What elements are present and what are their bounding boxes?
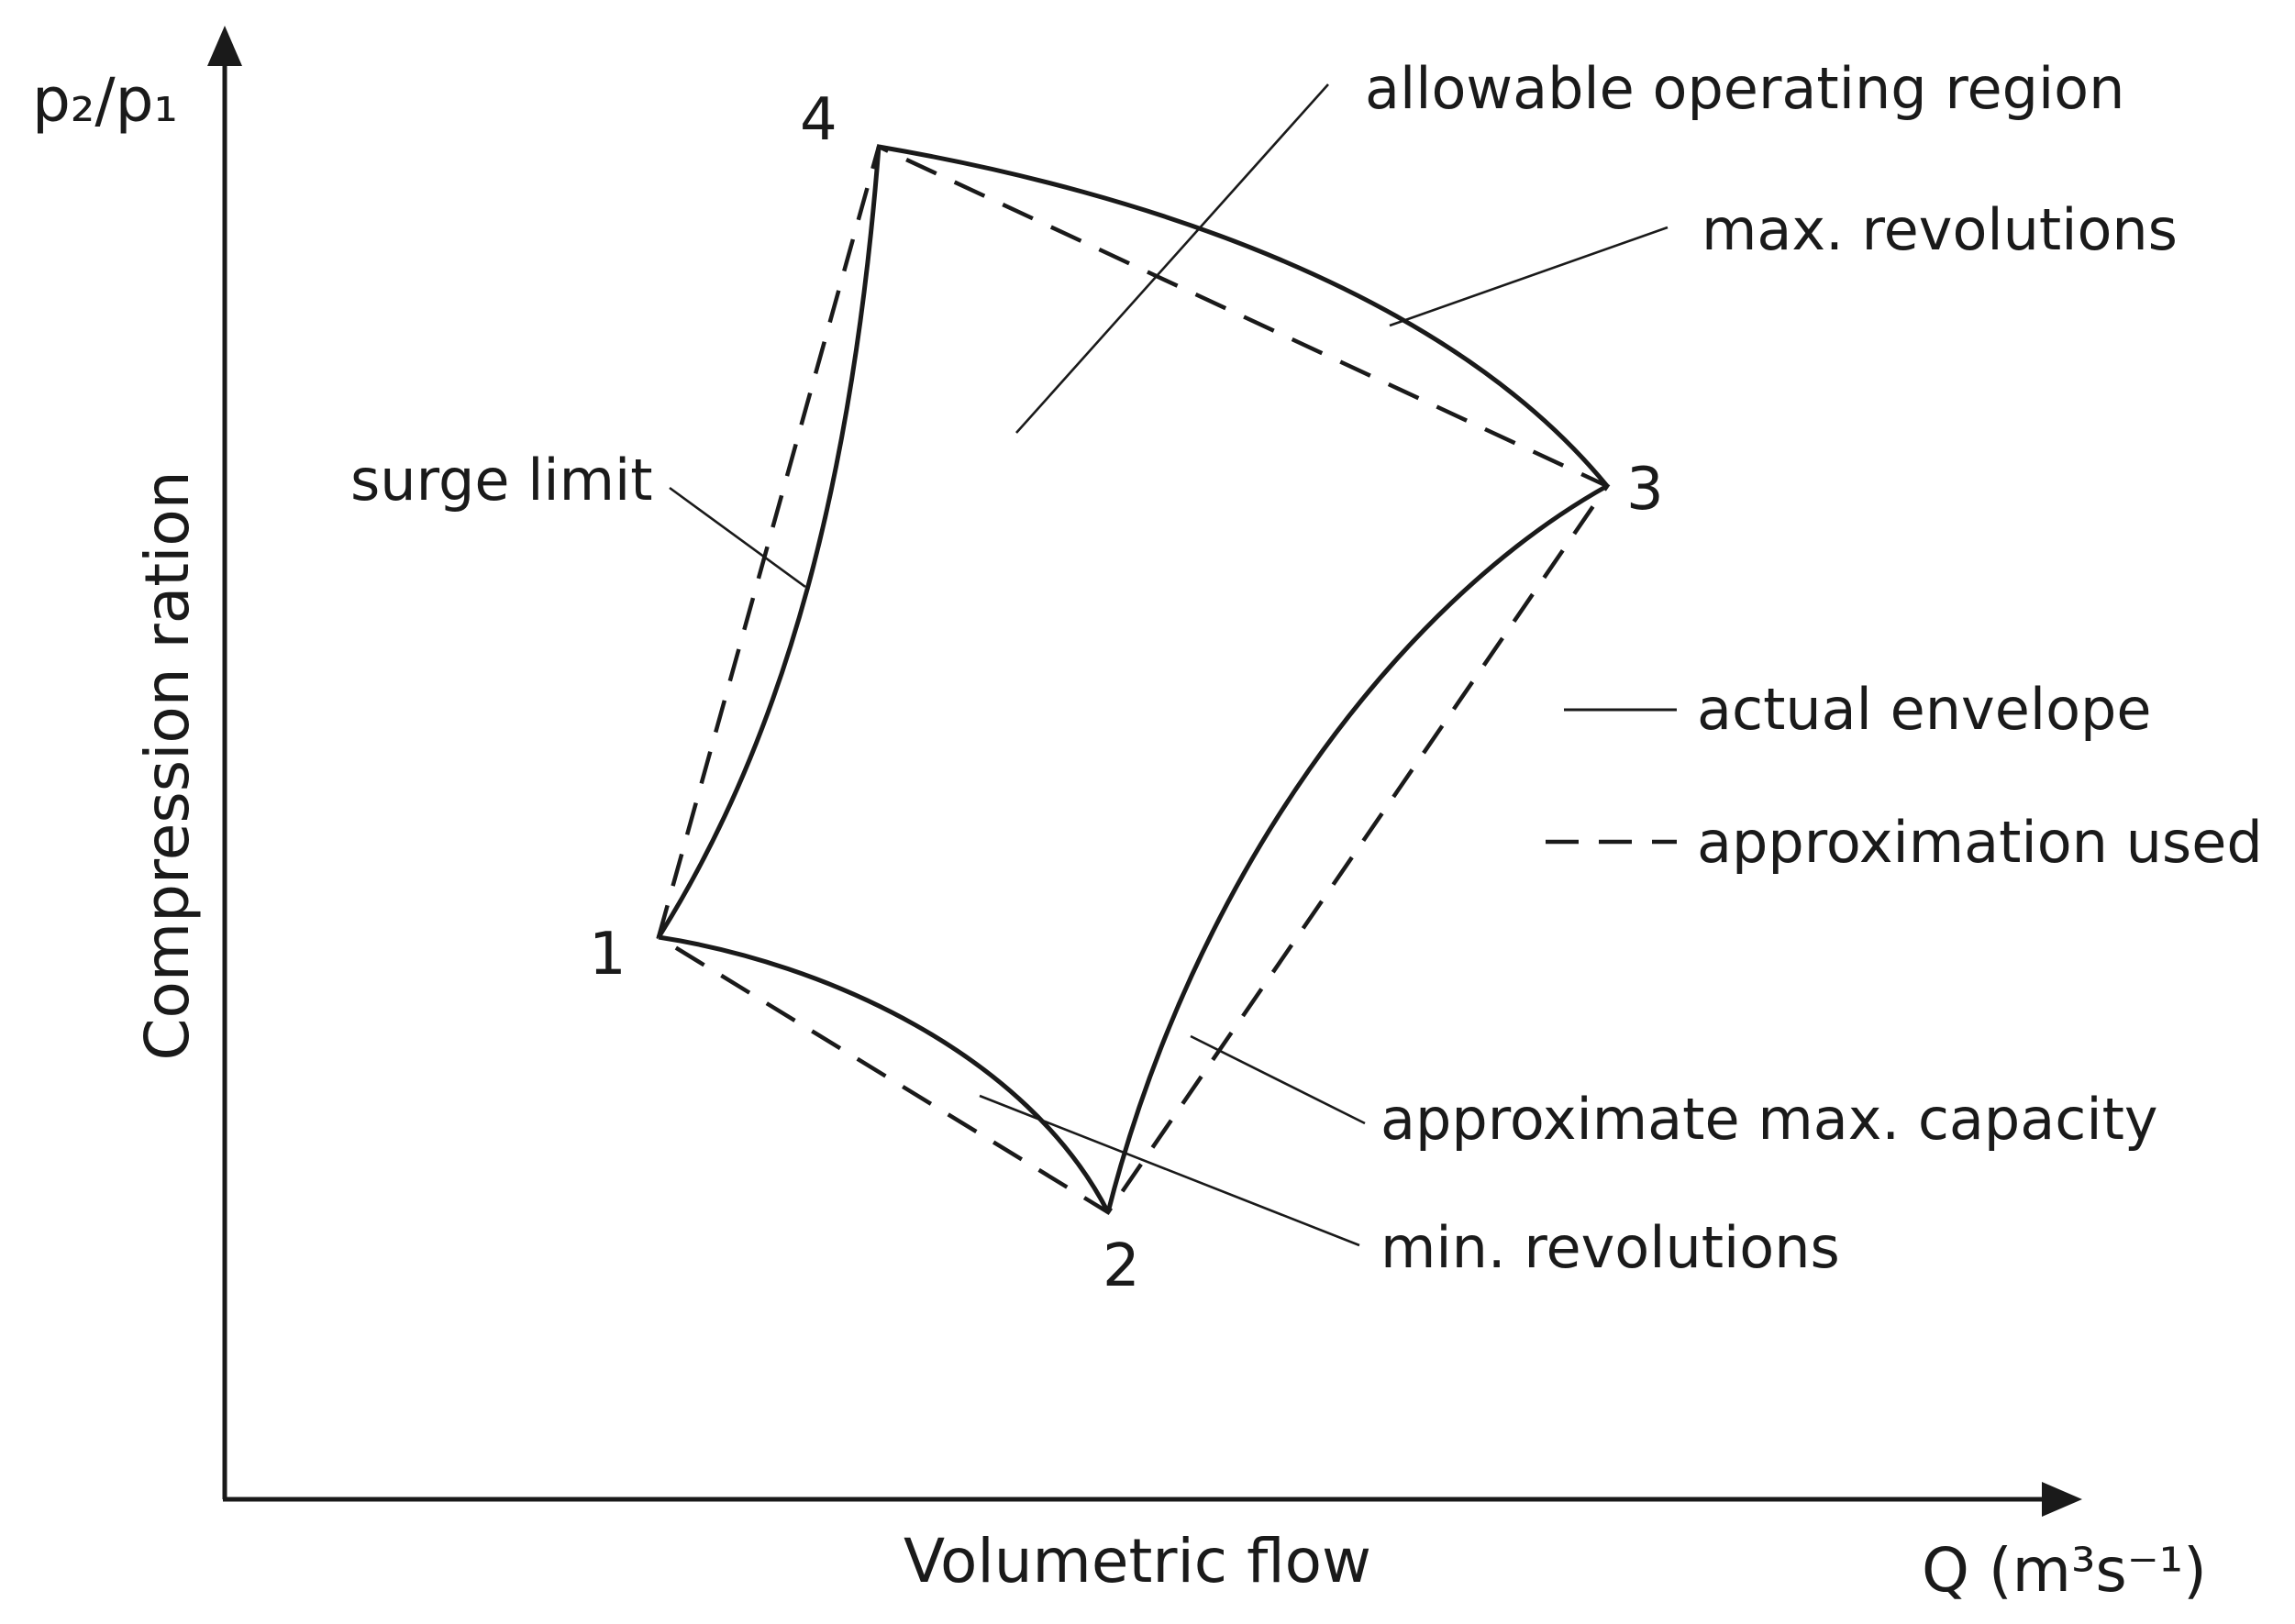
axes [207, 26, 2082, 1517]
max-revolutions-leader [1389, 226, 1669, 327]
legend-approximation-label: approximation used [1697, 809, 2263, 876]
max-capacity-label: approximate max. capacity [1380, 1086, 2158, 1153]
point-label-4: 4 [800, 86, 837, 154]
leader-lines [669, 83, 1669, 1247]
point-label-2: 2 [1103, 1232, 1140, 1300]
y-axis-unit-label: p₂/p₁ [32, 65, 178, 136]
allowable-region-leader [1015, 83, 1329, 434]
min-revolutions-label: min. revolutions [1380, 1214, 1840, 1281]
legend: actual envelope approximation used [1546, 676, 2263, 876]
y-axis-title: Compression ration [132, 470, 203, 1060]
point-label-3: 3 [1626, 456, 1664, 524]
max-capacity-leader [1190, 1034, 1366, 1125]
max-capacity-curve [1105, 483, 1609, 1213]
surge-limit-label: surge limit [350, 447, 653, 514]
y-axis-arrow-icon [207, 26, 242, 66]
approximation-envelope [656, 143, 1611, 1216]
surge-limit-curve [656, 146, 881, 939]
x-axis-unit-label: Q (m³s⁻¹) [1922, 1535, 2207, 1606]
allowable-region-label: allowable operating region [1365, 55, 2124, 122]
x-axis-title: Volumetric flow [904, 1526, 1371, 1596]
point-label-1: 1 [589, 921, 626, 989]
max-revolutions-curve [878, 144, 1609, 488]
actual-envelope [656, 144, 1609, 1214]
legend-actual-label: actual envelope [1697, 676, 2152, 743]
min-revolutions-curve [658, 934, 1111, 1214]
min-revolutions-leader [979, 1094, 1360, 1247]
x-axis-arrow-icon [2042, 1482, 2082, 1517]
max-revolutions-label: max. revolutions [1702, 196, 2178, 263]
surge-limit-leader [669, 486, 806, 589]
